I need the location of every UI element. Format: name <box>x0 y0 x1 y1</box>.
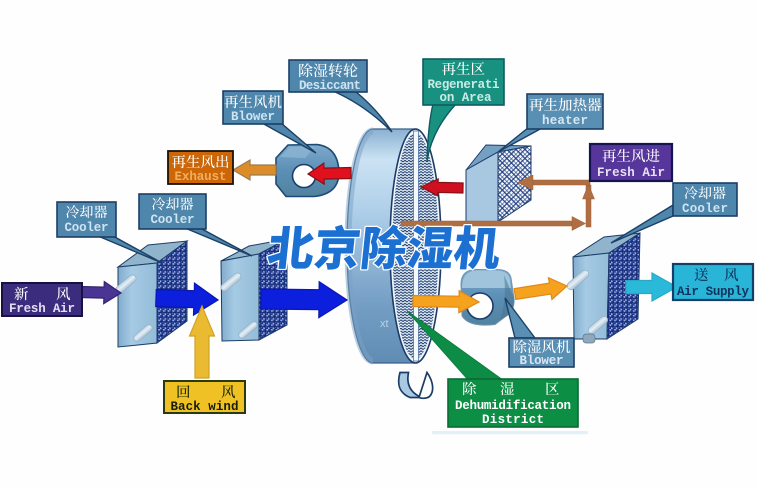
svg-text:Cooler: Cooler <box>151 213 195 227</box>
svg-text:Cooler: Cooler <box>682 202 728 216</box>
svg-text:Cooler: Cooler <box>65 221 109 235</box>
svg-text:Regenerati: Regenerati <box>428 78 500 92</box>
svg-text:Dehumidification: Dehumidification <box>455 399 571 413</box>
svg-text:on Area: on Area <box>440 91 492 105</box>
svg-text:Fresh Air: Fresh Air <box>597 166 665 180</box>
svg-text:Blower: Blower <box>231 110 275 124</box>
svg-text:Desiccant: Desiccant <box>299 79 361 93</box>
svg-text:Back wind: Back wind <box>171 400 239 414</box>
svg-text:Exhaust: Exhaust <box>175 170 227 184</box>
svg-text:Fresh Air: Fresh Air <box>9 302 75 316</box>
svg-text:Air Supply: Air Supply <box>677 285 749 299</box>
svg-text:xt: xt <box>380 318 389 330</box>
svg-text:District: District <box>482 413 544 427</box>
svg-text:Blower: Blower <box>520 354 564 368</box>
svg-text:heater: heater <box>542 114 588 128</box>
